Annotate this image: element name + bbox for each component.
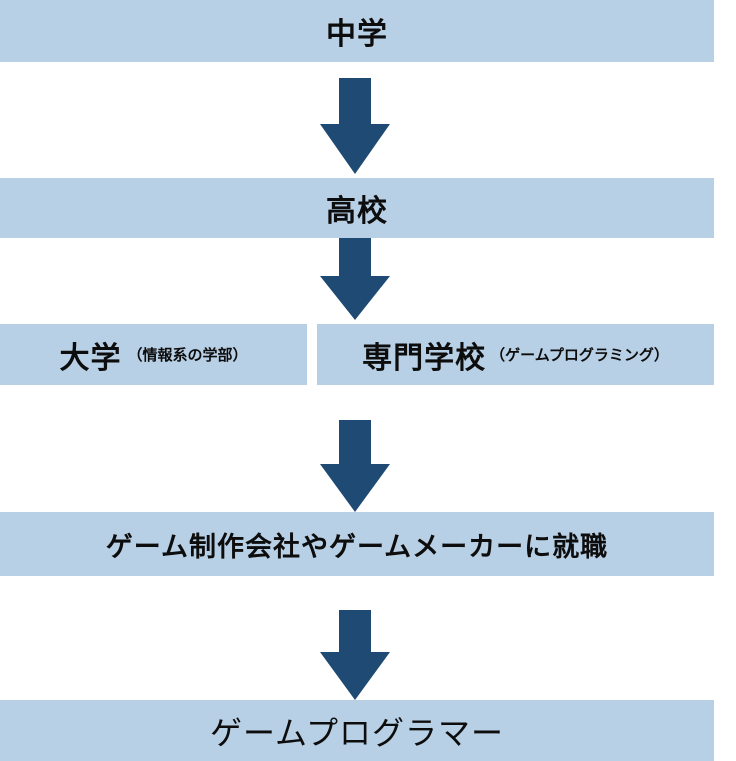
step-vocational-label: 専門学校 xyxy=(362,340,487,376)
step-middle-school: 中学 xyxy=(0,0,714,62)
step-university-label: 大学 xyxy=(59,340,122,376)
arrow-down-shape xyxy=(320,238,390,320)
step-high-school-label: 高校 xyxy=(326,194,388,229)
arrow-down-shape xyxy=(320,420,390,512)
arrow-down-icon xyxy=(320,78,390,174)
step-university: 大学 （情報系の学部） xyxy=(0,324,307,385)
step-vocational-note: （ゲームプログラミング） xyxy=(490,346,669,364)
step-employment-label: ゲーム制作会社やゲームメーカーに就職 xyxy=(105,531,609,563)
step-high-school: 高校 xyxy=(0,178,714,238)
arrow-down-icon xyxy=(320,238,390,320)
arrow-down-shape xyxy=(320,78,390,174)
step-middle-school-label: 中学 xyxy=(326,17,388,52)
step-vocational-school: 専門学校 （ゲームプログラミング） xyxy=(317,324,714,385)
step-university-note: （情報系の学部） xyxy=(127,346,248,364)
arrow-down-icon xyxy=(320,420,390,512)
step-employment: ゲーム制作会社やゲームメーカーに就職 xyxy=(0,512,714,576)
step-goal-label: ゲームプログラマー xyxy=(209,713,505,752)
arrow-down-shape xyxy=(320,610,390,700)
arrow-down-icon xyxy=(320,610,390,700)
step-goal: ゲームプログラマー xyxy=(0,700,714,761)
